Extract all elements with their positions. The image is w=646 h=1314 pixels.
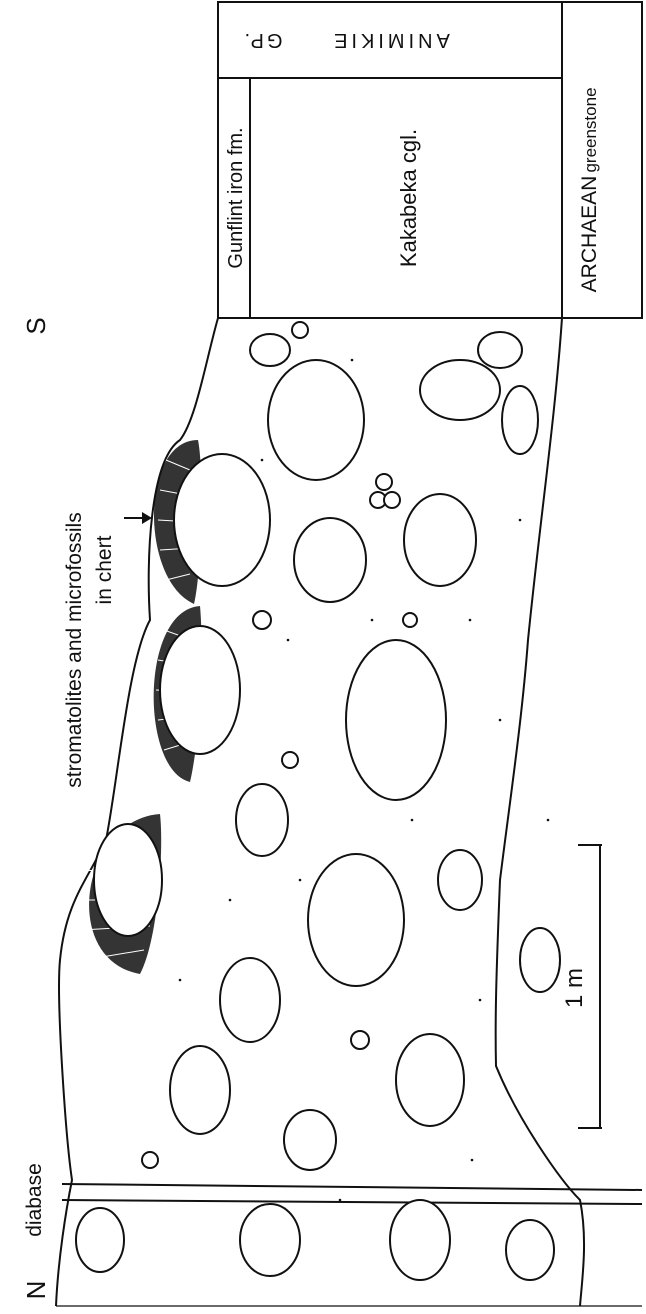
stipple-dot [179, 979, 182, 982]
label-north: N [21, 1281, 51, 1300]
label-gp: GP. [242, 29, 283, 51]
clast [142, 1152, 158, 1168]
label-archaean: ARCHAEAN [578, 176, 601, 293]
clast [308, 854, 404, 986]
label-diabase: diabase [23, 1163, 46, 1237]
chert-label-group: in chert [93, 535, 116, 604]
clast [292, 322, 308, 338]
clast [94, 824, 162, 936]
fossil-arrow [124, 512, 152, 524]
stipple-dot [287, 639, 290, 642]
diabase-label-group: diabase [23, 1163, 46, 1237]
stipple-dot [351, 359, 354, 362]
dike-line-lower [62, 1200, 642, 1204]
gp-label-group: GP. [242, 29, 283, 51]
clast [236, 784, 288, 856]
clast [351, 1031, 369, 1049]
clast [478, 332, 522, 368]
clast [404, 494, 476, 586]
stipple-dot [371, 619, 374, 622]
stipple-dot [479, 999, 482, 1002]
clast [160, 626, 240, 754]
stipple-dot [471, 1159, 474, 1162]
gunflint-label-group: Gunflint iron fm. [225, 127, 247, 268]
clast [220, 958, 280, 1042]
label-south: S [21, 317, 51, 334]
label-kakabeka: Kakabeka cgl. [396, 129, 421, 267]
clast [170, 1046, 230, 1134]
kakabeka-label-group: Kakabeka cgl. [396, 129, 421, 267]
stipple-dot [299, 879, 302, 882]
stipple-dot [261, 459, 264, 462]
stipple-dot [519, 519, 522, 522]
stipple-dot [547, 819, 550, 822]
stipple-dot [499, 719, 502, 722]
stipple-dot [469, 619, 472, 622]
label-in-chert: in chert [93, 535, 116, 604]
clast [346, 640, 446, 800]
dike-line-upper [62, 1184, 642, 1190]
conglomerate-clasts [76, 322, 560, 1280]
north-label-group: N [21, 1281, 51, 1300]
clast [294, 518, 366, 602]
label-scale: 1 m [561, 968, 588, 1008]
label-fossils-line1: stromatolites and microfossils [63, 512, 86, 787]
label-animikie: ANIMIKIE [330, 29, 450, 51]
clast [396, 1034, 464, 1126]
stipple-dot [411, 819, 414, 822]
label-gunflint: Gunflint iron fm. [225, 127, 247, 268]
clast [253, 611, 271, 629]
clast [403, 613, 417, 627]
clast [438, 850, 482, 910]
clast [506, 1220, 554, 1280]
basal-contact-line [496, 318, 584, 1306]
clast [284, 1110, 336, 1170]
clast [174, 454, 270, 586]
animikie-group-label: ANIMIKIE [330, 29, 450, 51]
south-label-group: S [21, 317, 51, 334]
scale-label-group: 1 m [561, 968, 588, 1008]
label-greenstone: greenstone [581, 87, 600, 172]
stipple-dot [229, 899, 232, 902]
clast [240, 1204, 300, 1276]
clast [390, 1200, 450, 1280]
clast [76, 1208, 124, 1272]
fossil-label-group: stromatolites and microfossils [63, 512, 86, 787]
archaean-label-group: ARCHAEAN greenstone [578, 87, 601, 292]
clast [520, 928, 560, 992]
stipple-dot [339, 1199, 342, 1202]
clast [384, 492, 400, 508]
clast [376, 474, 392, 490]
clast [268, 360, 364, 480]
clast [250, 334, 290, 366]
clast [282, 752, 298, 768]
clast [420, 360, 500, 420]
diabase-dike [62, 1184, 642, 1204]
clast [502, 386, 538, 454]
